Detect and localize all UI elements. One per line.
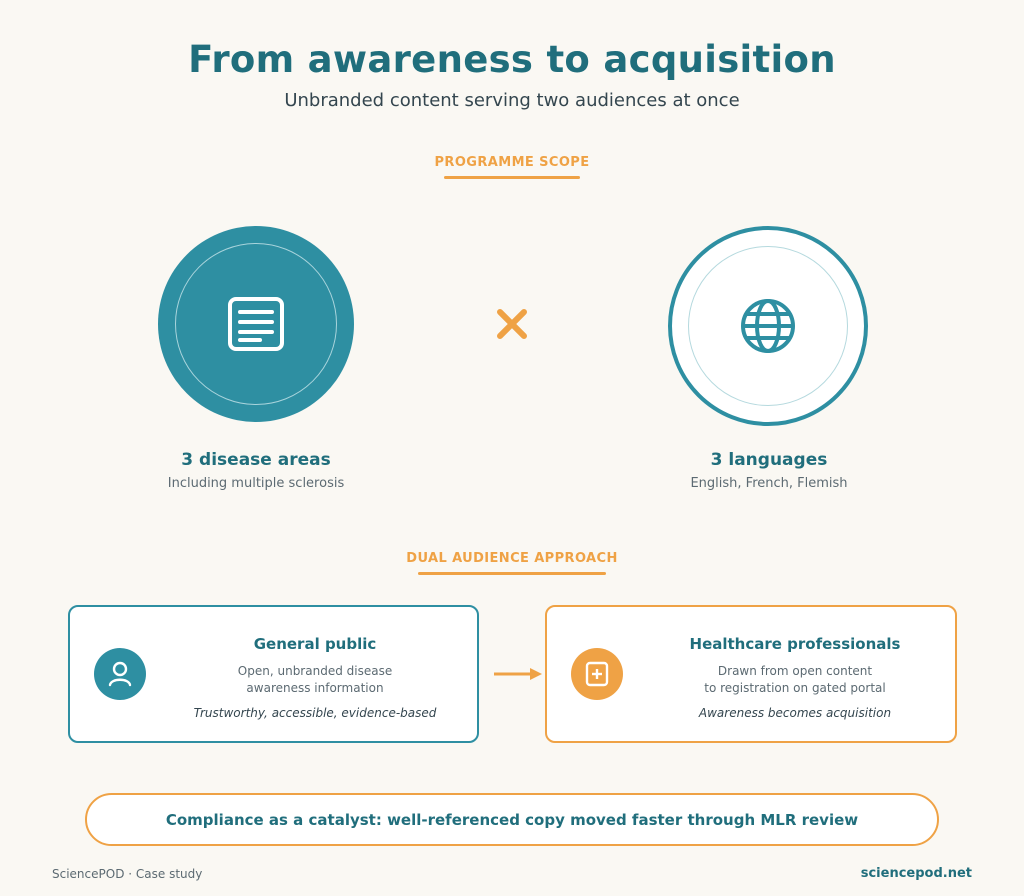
arrow-right-icon — [494, 668, 542, 680]
compliance-banner-text: Compliance as a catalyst: well-reference… — [165, 810, 859, 829]
footer-case-study: SciencePOD · Case study — [52, 867, 203, 881]
multiply-icon — [497, 309, 527, 339]
languages-inner-ring — [688, 246, 848, 406]
general-public-card: General public Open, unbranded disease a… — [68, 605, 479, 743]
page-subtitle: Unbranded content serving two audiences … — [284, 90, 740, 111]
general-public-desc-line1: Open, unbranded disease — [237, 664, 393, 678]
general-public-title: General public — [253, 635, 377, 653]
disease-areas-subtitle: Including multiple sclerosis — [167, 476, 345, 491]
healthcare-professionals-card: Healthcare professionals Drawn from open… — [545, 605, 957, 743]
general-public-tagline: Trustworthy, accessible, evidence-based — [193, 706, 437, 720]
page-title: From awareness to acquisition — [188, 38, 836, 81]
medical-kit-icon — [585, 661, 609, 687]
compliance-banner: Compliance as a catalyst: well-reference… — [85, 793, 939, 846]
healthcare-professionals-desc-line2: to registration on gated portal — [704, 681, 886, 695]
languages-title: 3 languages — [710, 450, 828, 470]
disease-areas-inner-ring — [175, 243, 337, 405]
globe-icon — [741, 299, 795, 353]
dual-audience-rule — [418, 572, 606, 575]
languages-circle — [668, 226, 868, 426]
healthcare-professionals-desc-line1: Drawn from open content — [717, 664, 873, 678]
disease-areas-circle — [158, 226, 354, 422]
disease-areas-title: 3 disease areas — [181, 450, 331, 470]
healthcare-professionals-icon-circle — [571, 648, 623, 700]
general-public-desc-line2: awareness information — [246, 681, 384, 695]
document-icon — [228, 297, 284, 351]
programme-scope-label: PROGRAMME SCOPE — [434, 155, 590, 170]
healthcare-professionals-tagline: Awareness becomes acquisition — [698, 706, 892, 720]
footer-website-link[interactable]: sciencepod.net — [860, 866, 972, 881]
healthcare-professionals-title: Healthcare professionals — [689, 635, 901, 653]
dual-audience-label: DUAL AUDIENCE APPROACH — [406, 551, 618, 566]
languages-subtitle: English, French, Flemish — [690, 476, 848, 491]
programme-scope-rule — [444, 176, 580, 179]
general-public-icon-circle — [94, 648, 146, 700]
person-icon — [108, 661, 132, 687]
